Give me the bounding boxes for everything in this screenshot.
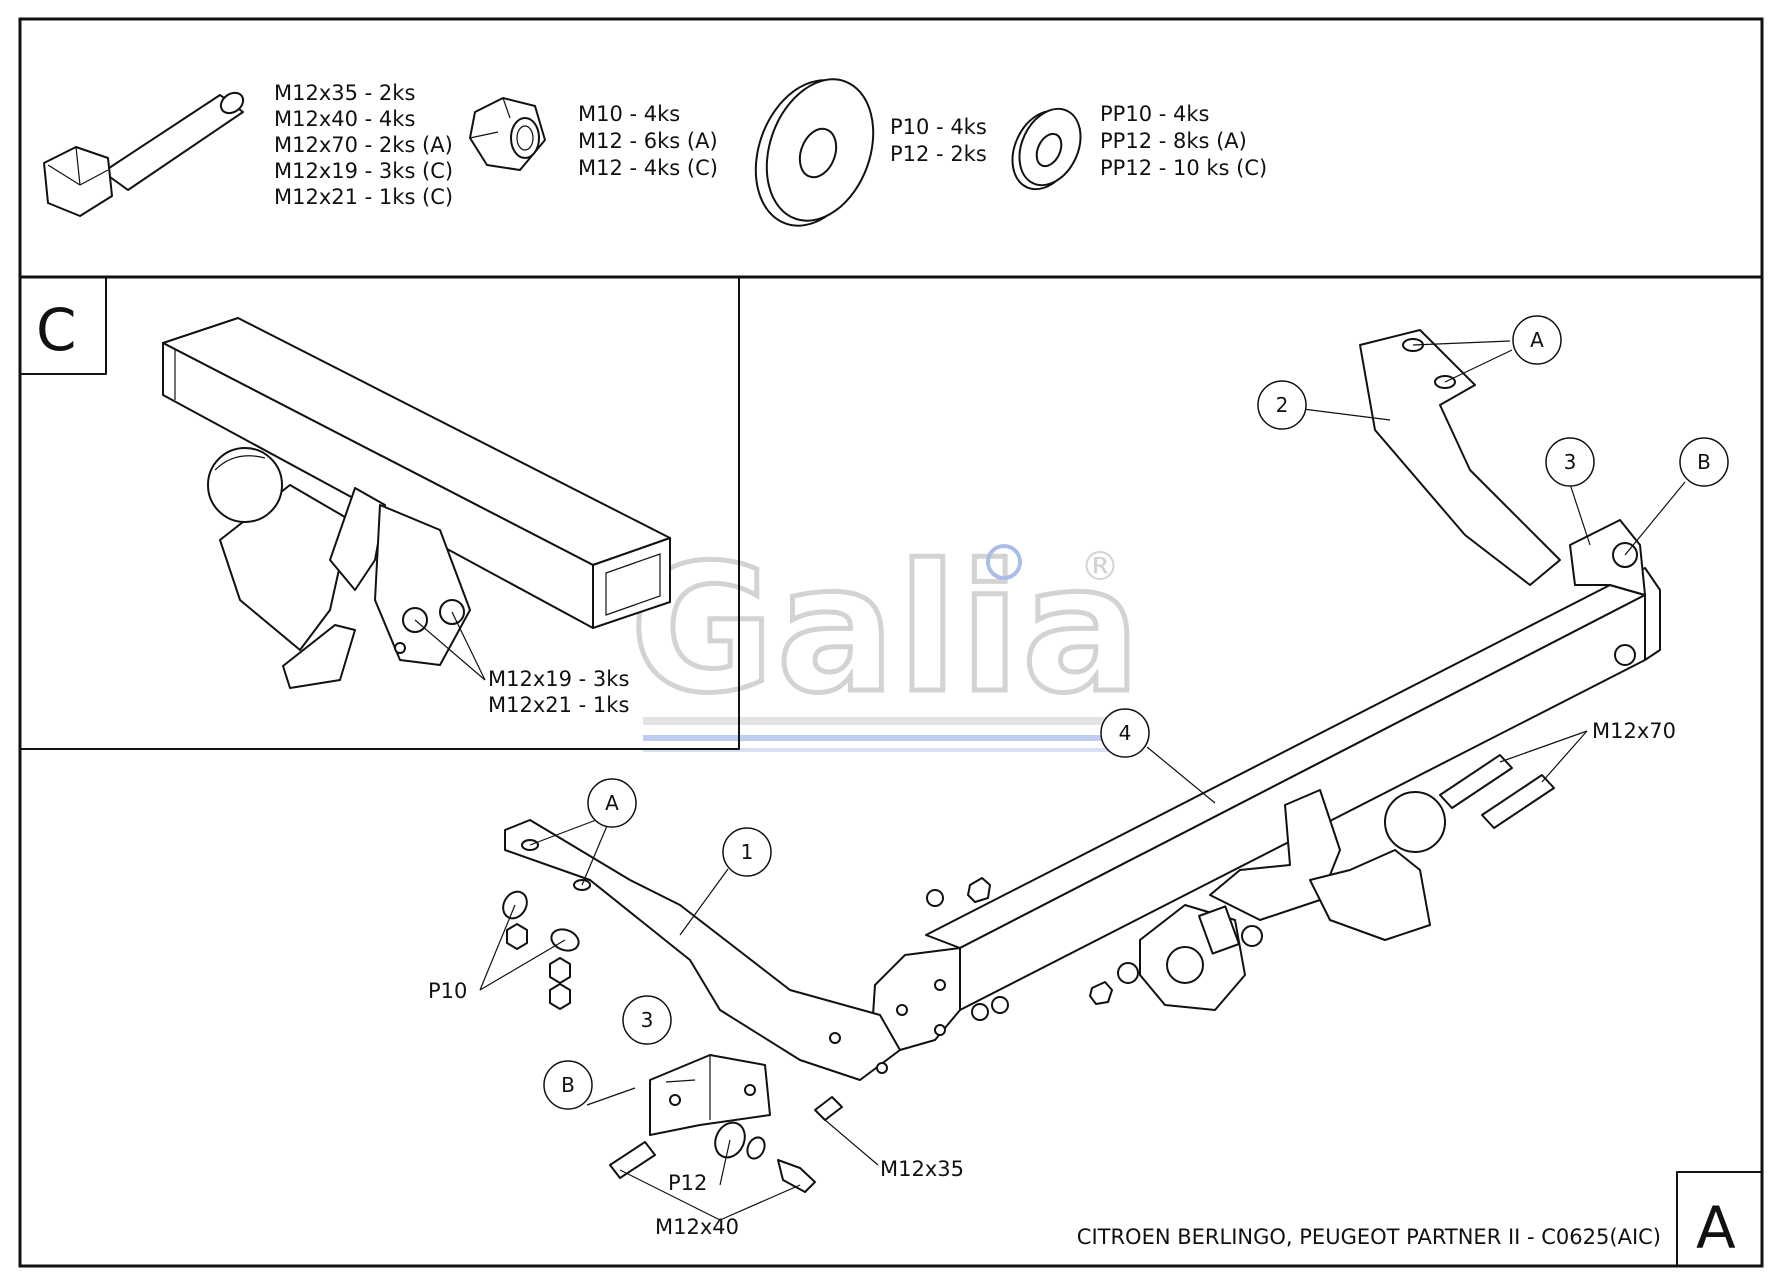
flat-washer-icon bbox=[754, 78, 875, 227]
bolt-list-item: M12x19 - 3ks (C) bbox=[274, 159, 453, 183]
balloon-b-right: B bbox=[1679, 437, 1729, 487]
spring-washer-list-item: PP12 - 10 ks (C) bbox=[1100, 156, 1267, 180]
washer-list-item: P12 - 2ks bbox=[890, 142, 987, 166]
balloon-label: A bbox=[1530, 328, 1544, 352]
hex-nut-icon bbox=[469, 97, 546, 171]
view-a-letter-box bbox=[1676, 1171, 1763, 1267]
balloon-label: 2 bbox=[1276, 393, 1289, 417]
balloon-part-3-right: 3 bbox=[1545, 437, 1595, 487]
balloon-label: B bbox=[1697, 450, 1711, 474]
watermark-underline-blue-2 bbox=[643, 748, 1143, 752]
spring-washer-list: PP10 - 4ks PP12 - 8ks (A) PP12 - 10 ks (… bbox=[1100, 102, 1267, 180]
spring-washer-list-item: PP10 - 4ks bbox=[1100, 102, 1209, 126]
balloon-label: 1 bbox=[741, 840, 754, 864]
outer-border bbox=[18, 17, 1764, 1268]
bolt-list-item: M12x21 - 1ks (C) bbox=[274, 185, 453, 209]
nut-list-item: M12 - 4ks (C) bbox=[578, 156, 718, 180]
balloon-b-left: B bbox=[543, 1060, 593, 1110]
bolt-list-item: M12x70 - 2ks (A) bbox=[274, 133, 453, 157]
balloon-a-left: A bbox=[587, 778, 637, 828]
callout-m12x35: M12x35 bbox=[880, 1157, 964, 1181]
galia-watermark: Galia ® bbox=[628, 525, 1143, 752]
balloon-label: 3 bbox=[1564, 450, 1577, 474]
balloon-label: A bbox=[605, 791, 619, 815]
watermark-underline bbox=[643, 717, 1143, 725]
nut-list-item: M12 - 6ks (A) bbox=[578, 129, 718, 153]
bolt-icon bbox=[43, 91, 245, 217]
spring-washer-icon bbox=[1011, 107, 1082, 191]
bolt-list-item: M12x40 - 4ks bbox=[274, 107, 415, 131]
balloon-part-3-left: 3 bbox=[622, 995, 672, 1045]
watermark-underline-blue bbox=[643, 735, 1143, 741]
watermark-registered-mark: ® bbox=[1080, 544, 1120, 590]
callout-p10: P10 bbox=[428, 979, 467, 1003]
detail-c-note: M12x19 - 3ks bbox=[488, 667, 629, 691]
balloon-part-1: 1 bbox=[722, 827, 772, 877]
bolt-list: M12x35 - 2ks M12x40 - 4ks M12x70 - 2ks (… bbox=[274, 81, 453, 209]
callout-m12x70: M12x70 bbox=[1592, 719, 1676, 743]
nut-list: M10 - 4ks M12 - 6ks (A) M12 - 4ks (C) bbox=[578, 102, 718, 180]
washer-list-item: P10 - 4ks bbox=[890, 115, 987, 139]
callout-m12x40: M12x40 bbox=[655, 1215, 739, 1239]
balloon-a-right: A bbox=[1512, 315, 1562, 365]
watermark-dot bbox=[986, 544, 1022, 580]
main-assembly-drawing bbox=[479, 329, 1686, 1221]
balloon-label: 4 bbox=[1119, 721, 1132, 745]
nut-list-item: M10 - 4ks bbox=[578, 102, 680, 126]
detail-c-drawing bbox=[162, 317, 671, 689]
drawing-title: CITROEN BERLINGO, PEUGEOT PARTNER II - C… bbox=[1077, 1225, 1661, 1249]
callout-p12: P12 bbox=[668, 1171, 707, 1195]
bolt-list-item: M12x35 - 2ks bbox=[274, 81, 415, 105]
balloon-part-4: 4 bbox=[1100, 708, 1150, 758]
balloon-part-2: 2 bbox=[1257, 380, 1307, 430]
detail-c-letter: C bbox=[36, 296, 77, 364]
balloon-label: 3 bbox=[641, 1008, 654, 1032]
spring-washer-list-item: PP12 - 8ks (A) bbox=[1100, 129, 1247, 153]
detail-c-frame bbox=[19, 276, 740, 750]
detail-c-letter-box bbox=[19, 276, 107, 375]
detail-c-note: M12x21 - 1ks bbox=[488, 693, 629, 717]
balloon-label: B bbox=[561, 1073, 575, 1097]
watermark-text: Galia bbox=[630, 527, 1143, 732]
washer-list: P10 - 4ks P12 - 2ks bbox=[890, 115, 987, 166]
view-a-letter: A bbox=[1696, 1194, 1736, 1262]
